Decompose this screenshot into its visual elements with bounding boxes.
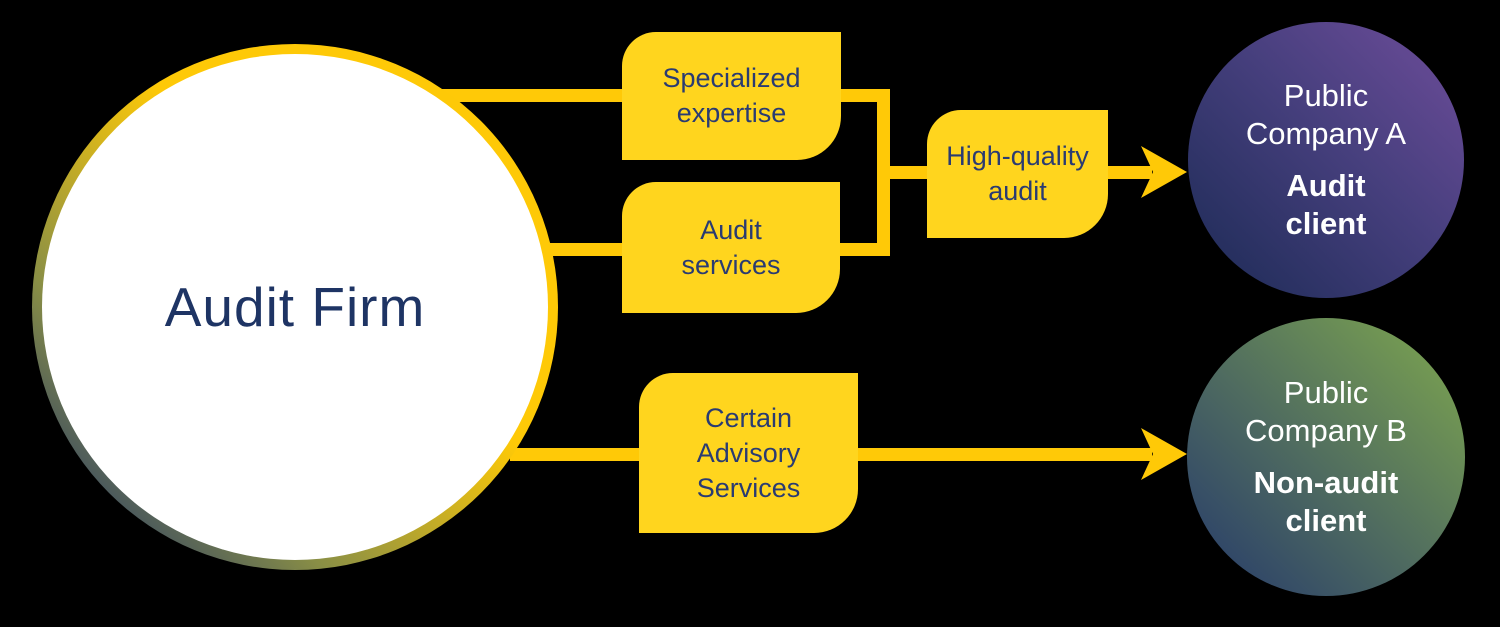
box-audit-services-label: Audit services (681, 214, 781, 280)
box-certain-advisory-services: Certain Advisory Services (639, 373, 858, 533)
box-certain-advisory-services-label: Certain Advisory Services (696, 402, 801, 503)
company-a-title: Public Company A (1245, 78, 1407, 151)
circle-public-company-a: Public Company A Audit client (1188, 22, 1464, 298)
arrowhead-company-b-icon (1141, 428, 1187, 480)
company-b-title: Public Company B (1245, 375, 1407, 448)
circle-public-company-b: Public Company B Non-audit client (1187, 318, 1465, 596)
audit-firm-circle: Audit Firm (32, 44, 558, 570)
box-audit-services: Audit services (622, 182, 840, 313)
box-specialized-expertise: Specialized expertise (622, 32, 841, 160)
box-high-quality-audit-label: High-quality audit (946, 141, 1089, 206)
box-high-quality-audit: High-quality audit (927, 110, 1108, 238)
connector-to-high-quality (877, 166, 932, 179)
box-specialized-expertise-label: Specialized expertise (662, 63, 801, 128)
company-a-subtitle: Audit client (1285, 168, 1367, 241)
arrow-shaft-company-a (1100, 166, 1152, 179)
audit-firm-label: Audit Firm (164, 276, 426, 338)
company-b-subtitle: Non-audit client (1253, 465, 1399, 538)
audit-firm-circle-inner: Audit Firm (42, 54, 548, 560)
arrowhead-company-a-icon (1141, 146, 1187, 198)
